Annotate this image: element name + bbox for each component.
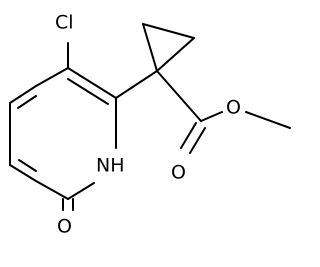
- bond-cq-cp1: [142, 23, 158, 72]
- bond-oether-me: [245, 111, 291, 129]
- bond-c2-c3-inner: [67, 78, 109, 105]
- bond-c4-c5: [9, 85, 37, 104]
- bond-cester-ocarbonyl-1: [180, 122, 197, 149]
- bond-c4-c5-inner: [17, 95, 37, 109]
- bond-c6-c7: [9, 164, 37, 182]
- ester-carbonyl-oxygen-label: O: [171, 162, 186, 184]
- bond-c3-c4: [35, 67, 69, 87]
- molecule-diagram: Cl NH O O O: [9, 12, 291, 238]
- bond-cq-cester: [156, 70, 202, 122]
- ring-carbonyl-oxygen-label: O: [57, 216, 72, 238]
- bond-cp2-cq: [156, 37, 195, 72]
- bond-c7-c8: [35, 180, 69, 200]
- bond-c6-c7-inner: [18, 159, 37, 172]
- bond-cester-ocarbonyl-2: [189, 127, 206, 154]
- chlorine-label: Cl: [55, 12, 74, 34]
- bond-cester-oether: [200, 111, 223, 122]
- bond-c8-n: [67, 182, 95, 200]
- ring-nitrogen-label: NH: [96, 155, 125, 177]
- bond-cp1-cp2: [142, 23, 195, 39]
- bond-c2-c3: [67, 67, 117, 99]
- structure-canvas: Cl NH O O O: [9, 12, 291, 238]
- bond-c2-cq: [115, 70, 158, 99]
- ester-ether-oxygen-label: O: [226, 97, 241, 119]
